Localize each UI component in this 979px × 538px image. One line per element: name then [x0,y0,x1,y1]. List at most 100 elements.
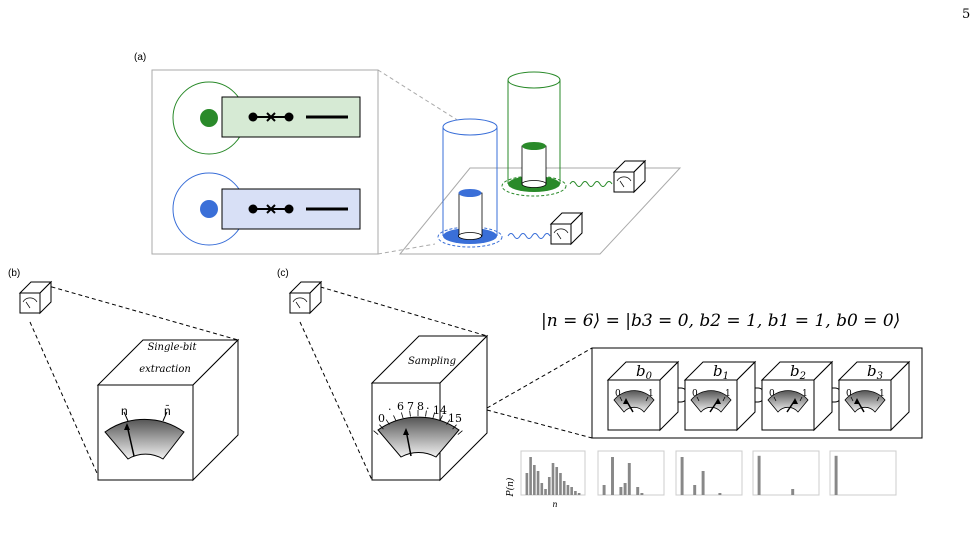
green-junction-node-right [284,112,294,122]
green-qubit-dot [200,109,218,127]
dial-b-label-nbar: n̄ [164,404,171,418]
sampling-meter-dial [373,410,463,458]
histogram-bar [623,483,627,495]
inset-connector-bottom [377,243,436,255]
dial-c-tick [432,412,436,419]
histogram-panel [829,450,897,496]
histogram-panel [597,450,665,496]
histogram-bar [562,481,566,495]
histogram-bar [577,493,581,495]
dial-c-needle-tip [403,428,409,435]
histogram-bar [701,471,705,495]
bit-dial-face [767,390,809,413]
bit-dial-one: 1 [879,389,885,399]
dial-c-label: · [388,403,392,416]
histogram-bar [757,455,761,495]
panel-a-label: (a) [134,52,146,63]
histogram-bar [627,463,631,495]
dial-c-label: 8 [417,400,424,413]
dial-c-label: 0 [378,412,385,425]
zoom-line-c-top [306,282,488,337]
histogram-bar [536,471,540,495]
meter-box-icon [549,211,584,246]
bit-dial-zero: 0 [769,389,775,399]
single-bit-title-line2: extraction [139,364,191,375]
page-number: 5 [962,7,970,22]
green-cavity [501,71,567,197]
green-readout-wave [569,181,613,187]
green-post-top [522,142,546,150]
dial-b-tick-left [123,411,129,422]
histogram-bar [611,457,614,495]
histogram-bar [544,489,547,495]
dial-c-tick [379,424,384,430]
meter-box-icon [612,159,647,194]
blue-junction-node-right [284,204,294,214]
bit-dial-one: 1 [725,389,731,399]
histogram-frame [829,450,897,496]
histogram-bar [551,463,555,495]
histogram-bar [834,455,838,495]
histogram-frame [597,450,665,496]
histogram-panel [520,450,586,496]
histogram-strip [520,450,897,496]
blue-cavity [437,118,503,248]
blue-post-foot [458,232,482,240]
blue-readout-wave [507,233,551,239]
histogram-bar [559,473,562,495]
bit-box-label: b3 [867,362,883,382]
histogram-xlabel: n [552,500,557,509]
bit-dial-needle-tip [623,398,629,404]
bit-box-label: b0 [636,362,653,382]
dial-c-label: · [426,402,430,415]
histogram-bar [619,487,623,495]
bit-box-label: b2 [790,362,806,382]
meter-box-icon [18,280,53,315]
bit-dial-needle-tip [792,398,798,404]
bit-dial-tick [619,396,623,402]
panel-a-inset-frame [151,69,379,255]
dial-c-tick [373,430,379,435]
histogram-panel [675,450,743,496]
histogram-bar [540,483,544,495]
inset-connector-top [377,69,471,129]
dial-c-tick [385,419,390,425]
histogram-bar [693,485,697,495]
single-bit-meter-dial [104,411,185,460]
blue-cavity-top [442,118,498,136]
dial-c-tick [425,410,427,417]
blue-junction-node-left [248,204,258,214]
dial-c-label: 6 [397,400,404,413]
single-bit-title-line1: Single-bit [147,342,197,353]
dial-c-face [377,416,460,458]
chip-plane [398,167,682,255]
bit-dial-tick [876,396,880,402]
bit-dial-one: 1 [802,389,808,399]
histogram-bar [636,487,640,495]
bit-dial-tick [696,396,700,402]
histogram-bar [570,487,573,495]
bit-dial-tick [722,396,726,402]
bit-box-label: b1 [713,362,729,382]
histogram-panel [752,450,820,496]
histogram-bar [640,493,644,495]
green-qubit-schematic [172,81,361,155]
bit-dial-face [613,390,655,413]
bit-dial-one: 1 [648,389,654,399]
panel-b-label: (b) [8,268,20,279]
blue-post-top [458,189,482,197]
dial-c-tick [400,412,404,419]
dial-c-label: 14 [433,404,447,417]
histogram-bar [547,477,551,495]
dial-c-ticks [373,410,463,435]
histogram-bar [566,485,570,495]
zoom-line-b-top [37,282,239,341]
dial-c-tick [452,424,457,430]
zoom-line-b-bottom [29,321,101,481]
bit-box-b2: b2 0 1 [760,360,842,432]
dial-c-tick [409,410,411,417]
dial-b-label-n: n [121,404,128,418]
dial-c-tick [446,419,451,425]
